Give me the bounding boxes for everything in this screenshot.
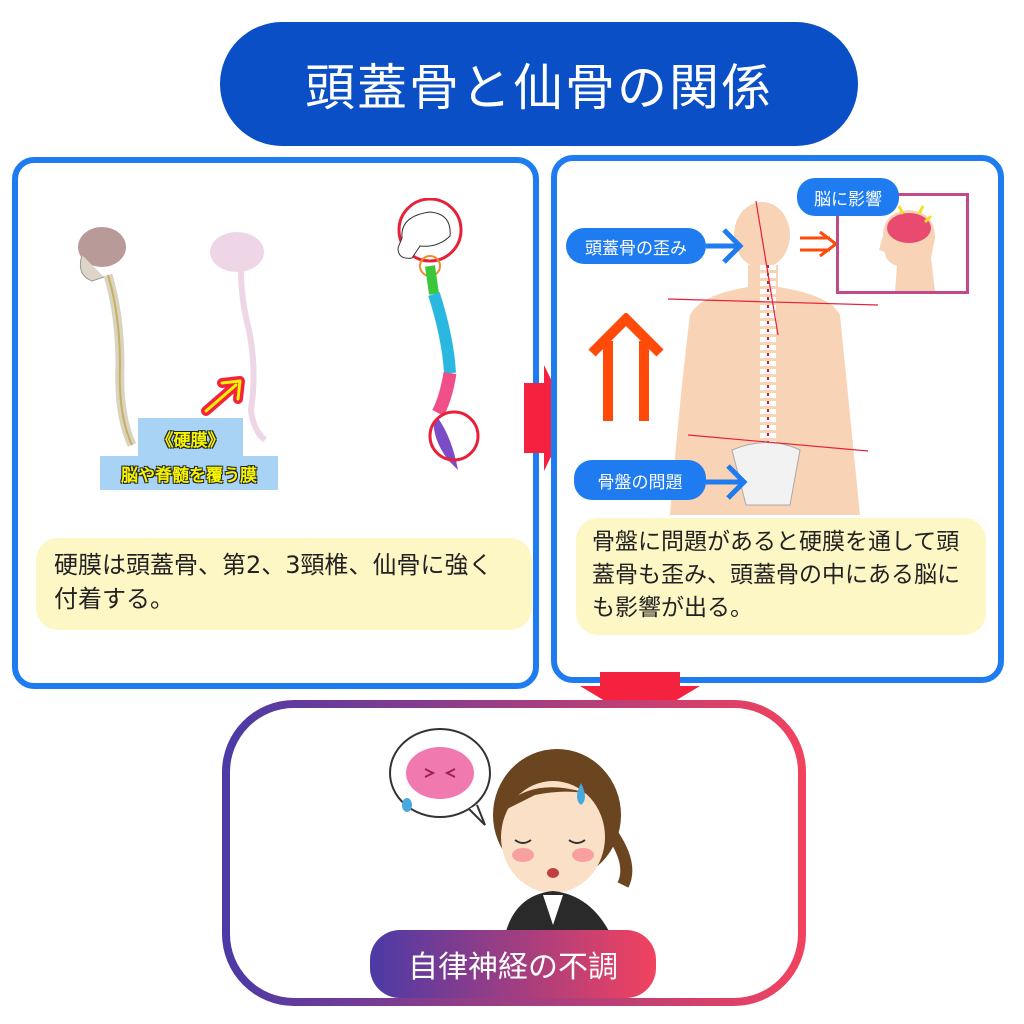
upward-double-arrow-icon xyxy=(588,313,664,421)
brain-effect-label: 脳に影響 xyxy=(797,178,899,216)
right-note: 骨盤に問題があると硬膜を通して頭蓋骨も歪み、頭蓋骨の中にある脳にも影響が出る。 xyxy=(576,518,986,635)
arrow-right-icon xyxy=(706,228,744,264)
down-arrow-icon xyxy=(580,672,700,722)
arrow-right-icon xyxy=(706,464,748,500)
right-arrow-icon xyxy=(524,365,570,471)
result-label: 自律神経の不調 xyxy=(370,930,656,998)
page-title: 頭蓋骨と仙骨の関係 xyxy=(220,22,858,146)
skeleton-brain-illustration xyxy=(78,227,137,447)
dura-label-title: 《硬膜》 xyxy=(138,418,243,458)
dura-mater-illustration xyxy=(210,232,268,443)
unwell-woman-illustration xyxy=(389,728,633,935)
pointer-arrow-icon xyxy=(201,376,245,416)
body-spine-illustration xyxy=(667,200,879,515)
spine-diagram xyxy=(397,198,480,470)
left-note: 硬膜は頭蓋骨、第2、3頸椎、仙骨に強く付着する。 xyxy=(36,538,532,630)
dura-label-desc: 脳や脊髄を覆う膜 xyxy=(100,456,278,490)
pelvis-problem-label: 骨盤の問題 xyxy=(574,460,706,500)
skull-distortion-label: 頭蓋骨の歪み xyxy=(566,228,706,264)
double-arrow-right-icon xyxy=(800,230,839,258)
head-brain-icon xyxy=(879,205,935,291)
